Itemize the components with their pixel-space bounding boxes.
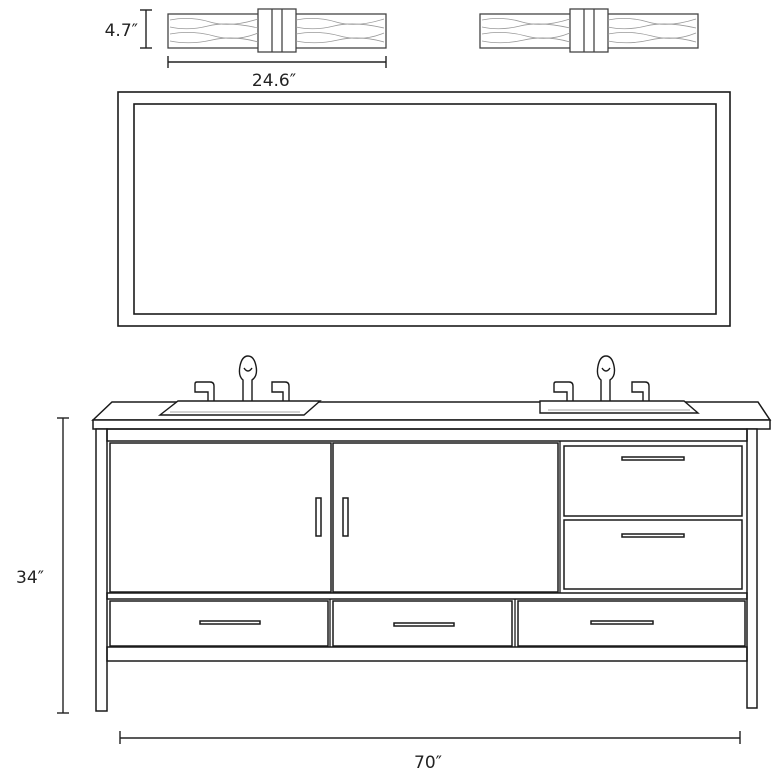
fixture-height-dimension-line [140,9,152,49]
drawer-lower-right [563,519,743,590]
light-fixture-left [167,8,387,53]
vanity-cabinet [95,428,758,712]
drawer-bottom-right [517,600,746,647]
light-fixture-right [479,8,699,53]
drawer-bottom-left [109,600,329,647]
cabinet-door-left [109,442,332,593]
vanity-width-dimension-line [119,731,741,744]
sink-left [157,400,322,416]
drawer-upper-right [563,445,743,517]
vanity-width-label: 70″ [414,753,442,773]
vanity-height-label: 34″ [16,568,44,588]
fixture-width-dimension-line [167,56,387,68]
mirror [117,91,731,327]
fixture-height-label: 4.7″ [105,21,138,41]
drawer-bottom-center [332,600,513,647]
vanity-height-dimension-line [57,417,69,714]
sink-right [539,400,700,414]
faucet-right [553,355,650,403]
faucet-left [194,355,290,403]
cabinet-door-right [332,442,559,593]
fixture-width-label: 24.6″ [252,71,296,91]
